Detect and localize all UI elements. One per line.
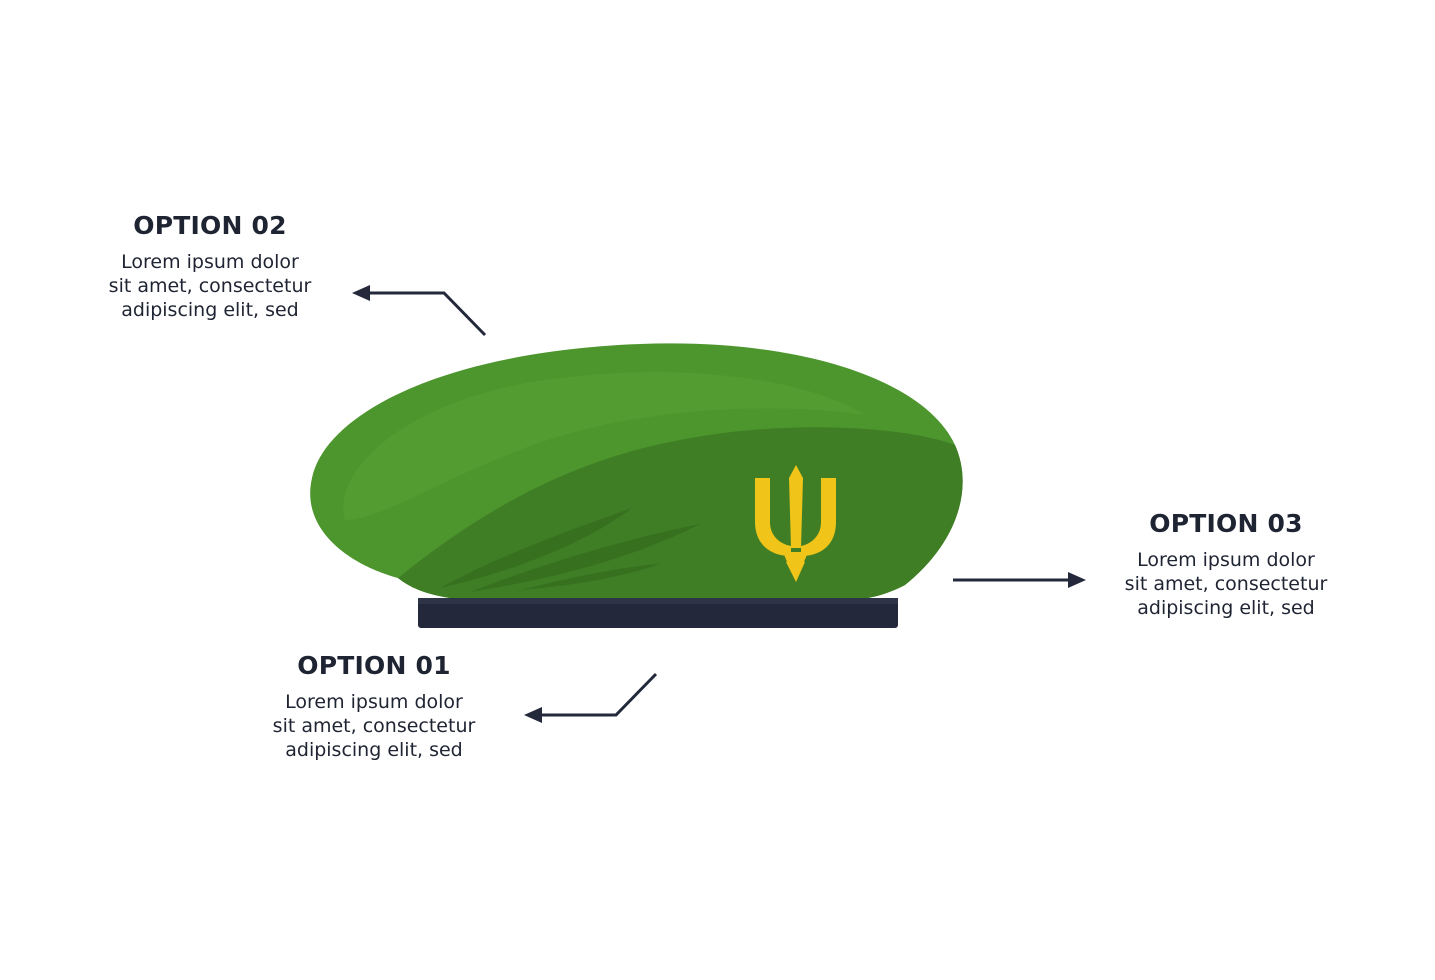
beret-band	[418, 598, 898, 628]
option-02-title: OPTION 02	[133, 211, 287, 240]
option-01-text-line-3: adipiscing elit, sed	[285, 738, 463, 761]
option-03-block: OPTION 03 Lorem ipsum dolor sit amet, co…	[1076, 510, 1376, 620]
beret-band-shine	[418, 598, 898, 604]
option-02-text-line-3: adipiscing elit, sed	[121, 298, 299, 321]
trident-emblem-icon	[755, 465, 836, 582]
beret-fold-1	[440, 508, 632, 588]
green-beret-icon	[310, 343, 963, 628]
option-01-text-line-2: sit amet, consectetur	[272, 714, 476, 737]
option-01-title: OPTION 01	[297, 651, 451, 680]
option-03-title: OPTION 03	[1149, 509, 1303, 538]
beret-fold-2	[470, 524, 700, 592]
option-03-text-line-2: sit amet, consectetur	[1124, 572, 1328, 595]
arrow-icon-option-01	[524, 672, 658, 723]
option-01-text-line-1: Lorem ipsum dolor	[285, 690, 463, 713]
option-02-text-line-1: Lorem ipsum dolor	[121, 250, 299, 273]
option-01-block: OPTION 01 Lorem ipsum dolor sit amet, co…	[224, 652, 524, 762]
beret-fold-3	[520, 564, 660, 590]
beret-highlight	[343, 372, 865, 520]
option-02-block: OPTION 02 Lorem ipsum dolor sit amet, co…	[60, 212, 360, 322]
option-02-text-line-2: sit amet, consectetur	[108, 274, 312, 297]
arrow-icon-option-03	[953, 572, 1086, 588]
option-03-text-line-3: adipiscing elit, sed	[1137, 596, 1315, 619]
option-03-text-line-1: Lorem ipsum dolor	[1137, 548, 1315, 571]
arrow-icon-option-02	[352, 285, 487, 337]
